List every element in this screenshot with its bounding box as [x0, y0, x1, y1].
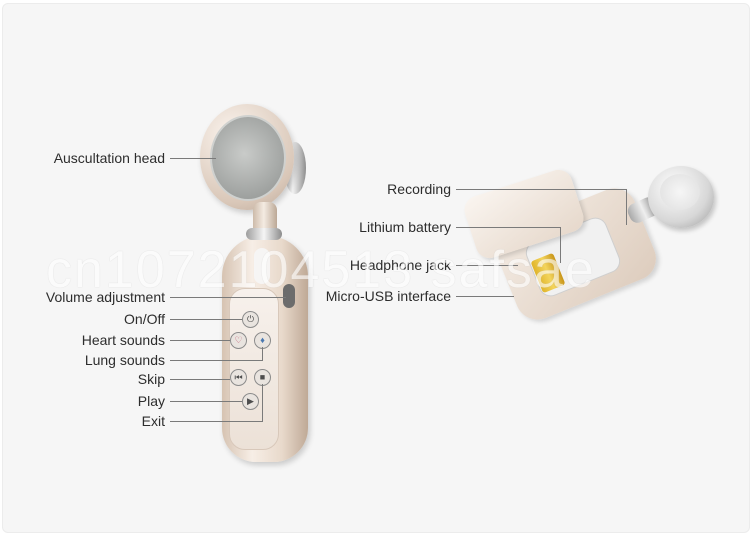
leader-lung-sounds: [170, 360, 262, 361]
auscultation-head-diaphragm-open: [660, 174, 700, 210]
label-skip: Skip: [137, 371, 165, 387]
leader-lithium-battery: [456, 227, 560, 228]
leader-exit-up: [262, 384, 263, 422]
label-headphone-jack: Headphone jack: [349, 257, 451, 273]
leader-auscultation-head: [170, 158, 216, 159]
device-collar: [246, 228, 282, 240]
label-play: Play: [137, 393, 165, 409]
leader-lithium-battery-down: [560, 227, 561, 263]
label-lithium-battery: Lithium battery: [359, 219, 451, 235]
label-recording: Recording: [387, 181, 451, 197]
label-exit: Exit: [141, 413, 165, 429]
leader-micro-usb: [456, 296, 514, 297]
leader-on-off: [170, 319, 242, 320]
volume-wheel: [283, 284, 295, 308]
auscultation-head-diaphragm: [210, 115, 286, 201]
label-volume-adjustment: Volume adjustment: [45, 289, 165, 305]
power-icon: ⏻: [242, 311, 259, 328]
leader-exit: [170, 421, 262, 422]
handle-cutout: [254, 248, 270, 284]
play-icon: ▶: [242, 393, 259, 410]
watermark-text: cn1072104513 safsae: [46, 241, 596, 299]
label-micro-usb: Micro-USB interface: [325, 288, 451, 304]
leader-skip: [170, 379, 230, 380]
heart-icon: ♡: [230, 332, 247, 349]
label-heart-sounds: Heart sounds: [81, 332, 165, 348]
leader-headphone-jack: [456, 265, 518, 266]
label-auscultation-head: Auscultation head: [53, 150, 165, 166]
label-lung-sounds: Lung sounds: [84, 352, 165, 368]
leader-play: [170, 401, 242, 402]
leader-recording-down: [626, 189, 627, 225]
label-on-off: On/Off: [124, 311, 165, 327]
leader-recording: [456, 189, 626, 190]
leader-heart-sounds: [170, 340, 230, 341]
skip-icon: ⏮: [230, 369, 247, 386]
leader-volume-adjustment: [170, 297, 286, 298]
leader-lung-sounds-up: [262, 347, 263, 361]
